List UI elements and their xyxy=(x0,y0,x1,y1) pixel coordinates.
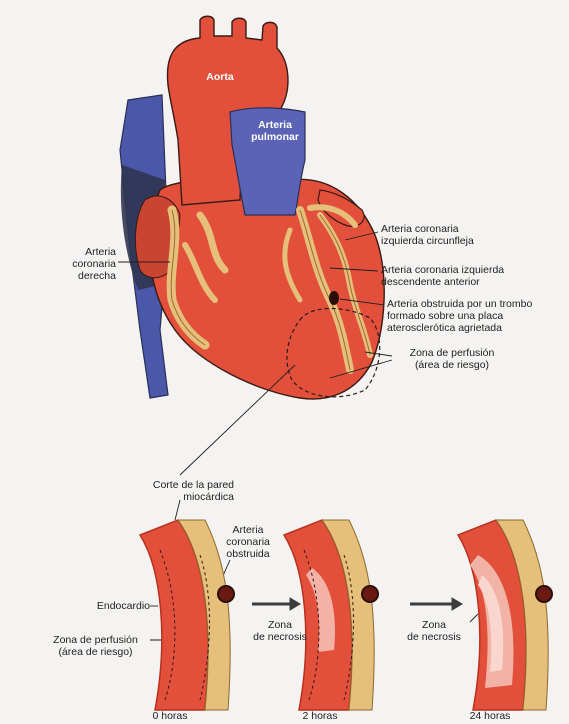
time-24h-label: 24 horas xyxy=(458,710,522,722)
perfusion-zone-bottom-label: Zona de perfusión (área de riesgo) xyxy=(38,634,153,658)
occluded-artery-24h xyxy=(536,586,552,602)
obstructed-coronary-label: Arteria coronaria obstruida xyxy=(218,524,278,560)
heart-illustration xyxy=(120,16,384,399)
thrombus xyxy=(329,291,339,305)
obstructed-artery-label: Arteria obstruida por un trombo formado … xyxy=(387,298,532,334)
wall-section-2h xyxy=(284,520,378,710)
aorta-label: Aorta xyxy=(200,71,240,83)
time-0h-label: 0 horas xyxy=(140,710,200,722)
pulmonary-artery-label: Arteria pulmonar xyxy=(240,119,310,143)
time-2h-label: 2 horas xyxy=(290,710,350,722)
occluded-artery-0h xyxy=(218,586,234,602)
necrosis-zone-2-label: Zona de necrosis xyxy=(402,619,466,643)
endocardium-label: Endocardio xyxy=(70,600,150,612)
wall-section-label: Corte de la pared miocárdica xyxy=(110,479,234,503)
necrosis-zone-1-label: Zona de necrosis xyxy=(248,619,312,643)
perfusion-zone-top-label: Zona de perfusión (área de riesgo) xyxy=(392,347,512,371)
left-circumflex-label: Arteria coronaria izquierda circunfleja xyxy=(381,223,474,247)
left-anterior-descending-label: Arteria coronaria izquierda descendente … xyxy=(381,264,504,288)
right-coronary-label: Arteria coronaria derecha xyxy=(40,246,116,282)
occluded-artery-2h xyxy=(362,586,378,602)
wall-section-24h xyxy=(458,520,552,710)
